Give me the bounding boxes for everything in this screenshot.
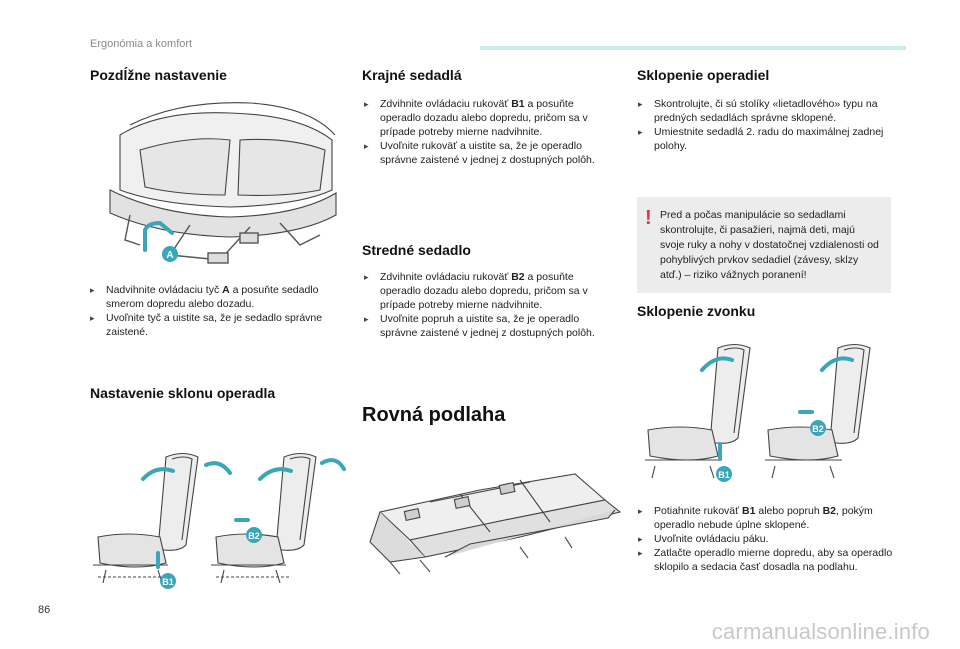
arrow-bullet-icon: ▸ [638,99,643,109]
bullets-sklopenie-operadiel: ▸Skontrolujte, či sú stolíky «lietadlové… [638,97,893,153]
section-title-pozdlzne: Pozdĺžne nastavenie [90,67,227,83]
list-item: ▸Uvoľnite rukoväť a uistite sa, že je op… [364,140,595,166]
list-item: ▸Skontrolujte, či sú stolíky «lietadlové… [638,98,878,124]
exterior-fold-illustration: B1 B2 [645,343,871,482]
label-a: A [166,250,173,261]
header-bar [480,46,906,50]
list-item: ▸Uvoľnite popruh a uistite sa, že je ope… [364,313,595,339]
arrow-bullet-icon: ▸ [638,548,643,558]
section-title-stredne: Stredné sedadlo [362,242,471,258]
arrow-bullet-icon: ▸ [638,506,643,516]
seatback-recline-illustration: B1 B2 [93,452,346,589]
list-item: ▸Uvoľnite tyč a uistite sa, že je sedadl… [90,312,323,338]
section-title-sklopenie-operadiel: Sklopenie operadiel [637,67,770,83]
section-title-rovna: Rovná podlaha [362,404,506,426]
list-item: ▸Umiestnite sedadlá 2. radu do maximálne… [638,126,884,152]
arrow-bullet-icon: ▸ [364,272,369,282]
arrow-bullet-icon: ▸ [90,285,95,295]
label-b2: B2 [248,531,260,541]
arrow-bullet-icon: ▸ [90,313,95,323]
arrow-bullet-icon: ▸ [364,314,369,324]
list-item: ▸Zatlačte operadlo mierne dopredu, aby s… [638,547,893,573]
list-item: ▸Potiahnite rukoväť B1 alebo popruh B2, … [638,505,873,531]
warning-icon: ! [645,207,652,229]
arrow-bullet-icon: ▸ [638,127,643,137]
label-b1: B1 [718,470,730,480]
bullets-stredne: ▸Zdvihnite ovládaciu rukoväť B2 a posuňt… [364,270,612,340]
page-number: 86 [38,604,51,616]
label-b2: B2 [812,424,824,434]
list-item: ▸Zdvihnite ovládaciu rukoväť B1 a posuňt… [364,98,588,138]
warning-box: ! Pred a počas manipulácie so sedadlami … [637,197,891,293]
arrow-bullet-icon: ▸ [364,141,369,151]
section-title-sklon: Nastavenie sklonu operadla [90,385,276,401]
seat-slide-illustration: A [109,102,337,264]
list-item: ▸Nadvihnite ovládaciu tyč A a posuňte se… [90,284,319,310]
section-title-krajne: Krajné sedadlá [362,67,462,83]
watermark: carmanualsonline.info [711,619,930,644]
arrow-bullet-icon: ▸ [638,534,643,544]
chapter-header: Ergonómia a komfort [90,38,193,50]
bullets-krajne: ▸Zdvihnite ovládaciu rukoväť B1 a posuňt… [364,97,612,167]
list-item: ▸Uvoľnite ovládaciu páku. [638,533,769,545]
bullets-sklopenie-zvonku: ▸Potiahnite rukoväť B1 alebo popruh B2, … [638,504,893,574]
section-title-sklopenie-zvonku: Sklopenie zvonku [637,303,756,319]
list-item: ▸Zdvihnite ovládaciu rukoväť B2 a posuňt… [364,271,588,311]
bullets-pozdlzne: ▸Nadvihnite ovládaciu tyč A a posuňte se… [90,283,335,339]
label-b1: B1 [162,577,174,587]
warning-text: Pred a počas manipulácie so sedadlami sk… [660,209,879,281]
arrow-bullet-icon: ▸ [364,99,369,109]
lever-a-highlight [143,220,174,252]
flat-floor-illustration [369,473,622,575]
